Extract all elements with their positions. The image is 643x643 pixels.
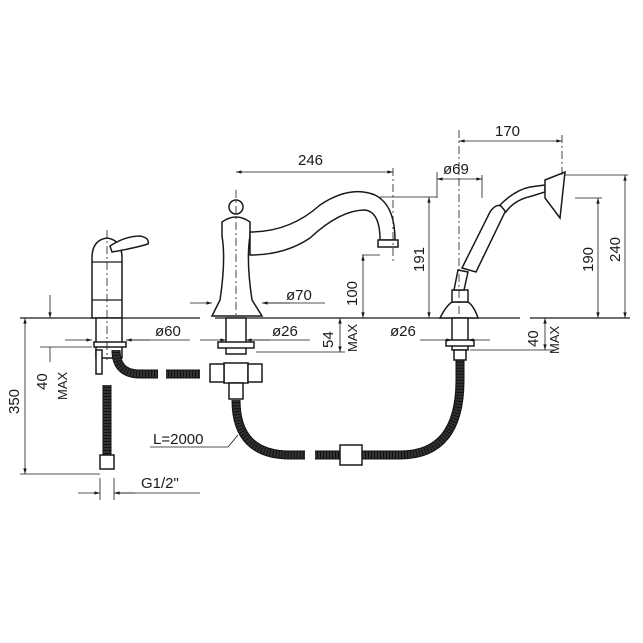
dim-shower-shank-dia: ø26 xyxy=(390,323,416,340)
lever-handle xyxy=(109,235,150,253)
dim-shower-reach: 170 xyxy=(495,123,520,140)
dim-mixer-base-dia: ø60 xyxy=(155,323,181,340)
supply-hose xyxy=(112,349,158,378)
dim-holder-height: 190 xyxy=(580,247,597,272)
spout xyxy=(209,168,399,400)
dim-spout-deck: 54 xyxy=(320,331,337,348)
hand-shower xyxy=(438,130,566,361)
dim-mixer-deck: 40 xyxy=(34,373,51,390)
dim-mixer-deck-max: MAX xyxy=(55,372,70,401)
shower-hose xyxy=(232,399,305,459)
dim-spout-reach: 246 xyxy=(298,152,323,169)
dim-shower-base-dia: ø69 xyxy=(443,161,469,178)
dim-spout-base-dia: ø70 xyxy=(286,287,312,304)
dim-spout-height: 191 xyxy=(411,247,428,272)
dim-spout-deck-max: MAX xyxy=(345,324,360,353)
dimension-lines xyxy=(20,139,628,500)
hose-weight xyxy=(339,444,363,466)
dim-outlet-height: 100 xyxy=(344,281,361,306)
dim-spout-shank-dia: ø26 xyxy=(272,323,298,340)
dim-hose-length: L=2000 xyxy=(153,431,203,448)
dim-supply-length: 350 xyxy=(6,389,23,414)
dim-shower-deck-max: MAX xyxy=(547,326,562,355)
dim-shower-deck: 40 xyxy=(525,330,542,347)
supply-nut xyxy=(99,454,115,470)
dim-shower-height: 240 xyxy=(607,237,624,262)
dim-thread-size: G1/2" xyxy=(141,475,179,492)
